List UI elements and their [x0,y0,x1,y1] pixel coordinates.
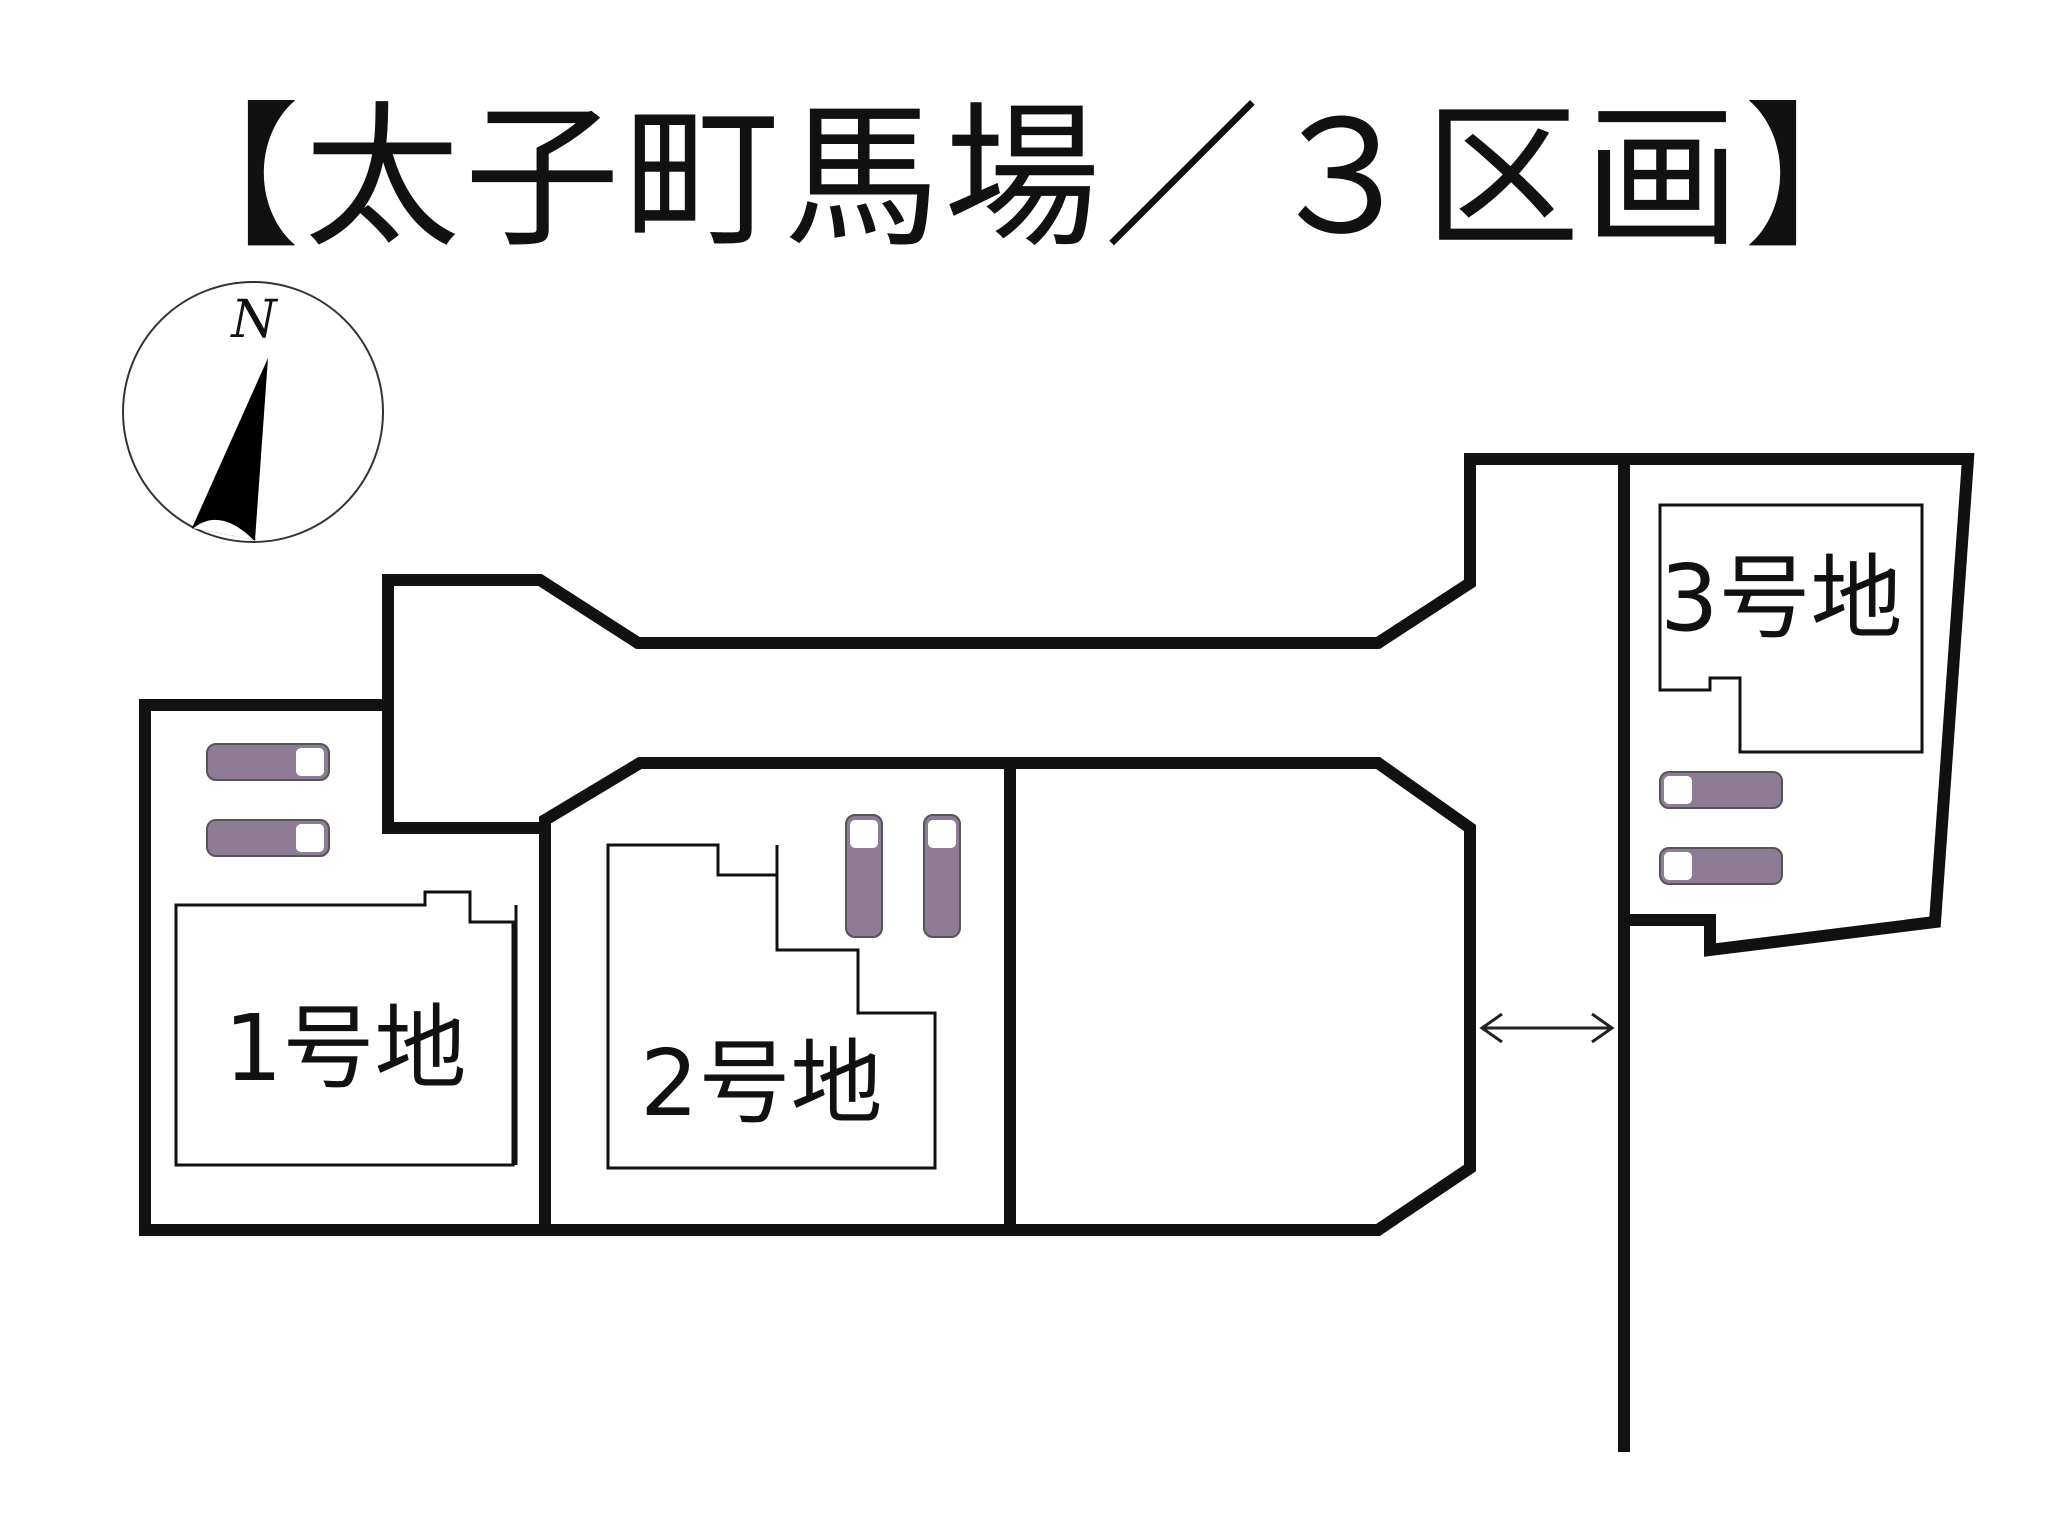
car-icon [206,743,330,781]
car-icon [1659,771,1783,809]
road-outline [139,453,1975,1452]
map-title: 【太子町馬場／３区画】 [144,87,1904,269]
building-3 [1658,503,1924,754]
north-label: N [229,290,278,350]
parking-cars [206,743,1783,938]
car-icon [923,814,961,938]
north-arrow-icon [192,358,268,540]
lot-1-boundary [139,699,551,1236]
building-2 [606,843,937,1170]
car-icon [1659,847,1783,885]
lot-3-label: 3号地 [1660,545,1903,652]
car-icon [206,819,330,857]
road-width-arrow [1479,1012,1615,1044]
lot-2-boundary [539,757,1016,1236]
north-compass: N [122,281,384,543]
lot-2-label: 2号地 [640,1030,883,1137]
car-icon [845,814,883,938]
lot-1-label: 1号地 [224,995,467,1102]
building-outlines [174,503,1924,1170]
adjacent-lot-boundary [1010,757,1476,1236]
lot-3-boundary [1624,453,1975,957]
building-1 [174,890,515,1167]
